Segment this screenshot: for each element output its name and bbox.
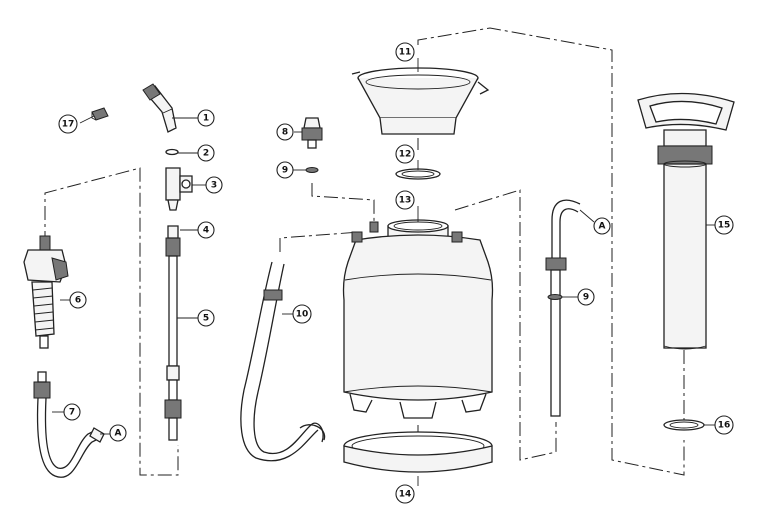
part-14-base-ring [343,431,493,473]
callout-circle [276,123,294,141]
part-9-o-ring-top [305,167,319,173]
callout-circle [577,288,595,306]
callout-circle [69,291,87,309]
callout-c16: 16 [714,415,734,435]
callout-circle [714,415,734,435]
part-7-hose [36,397,101,478]
callout-c5: 5 [197,309,215,327]
callout-number: 15 [718,221,731,231]
part-5-wand-tube [168,255,178,367]
part-12-gasket [395,168,441,180]
tank-body [342,219,494,419]
callout-c7: 7 [63,403,81,421]
leader-lines [52,58,716,486]
callout-number: 17 [62,120,75,130]
callout-c2: 2 [197,144,215,162]
callout-c8: 8 [276,123,294,141]
callout-number: A [115,429,122,439]
callout-circle [714,215,734,235]
callout-circle [395,42,415,62]
callout-circle [395,144,415,164]
callout-c14: 14 [395,484,415,504]
part-17-clip [91,107,109,121]
callout-number: 13 [399,196,412,206]
callout-number: 8 [282,128,288,138]
callout-c6: 6 [69,291,87,309]
callout-number: 16 [718,421,731,431]
callout-circle [197,144,215,162]
part-3-tee [165,167,181,201]
callout-circle [276,161,294,179]
callout-circle [63,403,81,421]
assembly-guide-lines [44,27,685,476]
handle-hose-assembly [23,235,105,478]
callout-number: 14 [399,490,412,500]
callout-c7a: A [109,424,127,442]
callout-number: 12 [399,150,412,160]
callout-circle [197,221,215,239]
dip-tube [545,199,581,417]
callout-c15: 15 [714,215,734,235]
part-9-o-ring-tube [547,294,563,300]
callout-circle [58,114,78,134]
callout-c1: 1 [197,109,215,127]
callout-c4: 4 [197,221,215,239]
callout-circle [205,176,223,194]
callout-number: 5 [203,314,209,324]
callout-number: A [599,222,606,232]
callout-number: 2 [203,149,209,159]
wand-assembly [142,83,193,441]
callout-circle [395,190,415,210]
callout-c11: 11 [395,42,415,62]
callout-c13: 13 [395,190,415,210]
part-2-o-ring [165,148,179,156]
part-4-connector [165,237,181,257]
callout-number: 9 [583,293,589,303]
callout-number: 10 [296,310,309,320]
part-8-relief-valve [301,117,323,173]
callout-c3: 3 [205,176,223,194]
callout-c10: 10 [292,304,312,324]
callout-circle [395,484,415,504]
part-11-funnel [351,67,490,135]
callout-c12: 12 [395,144,415,164]
callout-circle [197,309,215,327]
callout-number: 1 [203,114,209,124]
part-15-pump [637,92,735,350]
callout-circle [109,424,127,442]
callout-number: 3 [211,181,217,191]
callout-cA2: A [593,217,611,235]
callout-number: 6 [75,296,81,306]
callout-circle [593,217,611,235]
callout-circle [197,109,215,127]
callout-circle [292,304,312,324]
callout-c9a: 9 [276,161,294,179]
part-10-strap [240,261,326,462]
callout-c9b: 9 [577,288,595,306]
callout-number: 11 [399,48,412,58]
callout-number: 9 [282,166,288,176]
part-7-hose-nut [33,381,51,399]
callout-number: 4 [203,226,209,236]
callout-c17: 17 [58,114,78,134]
callout-number: 7 [69,408,75,418]
